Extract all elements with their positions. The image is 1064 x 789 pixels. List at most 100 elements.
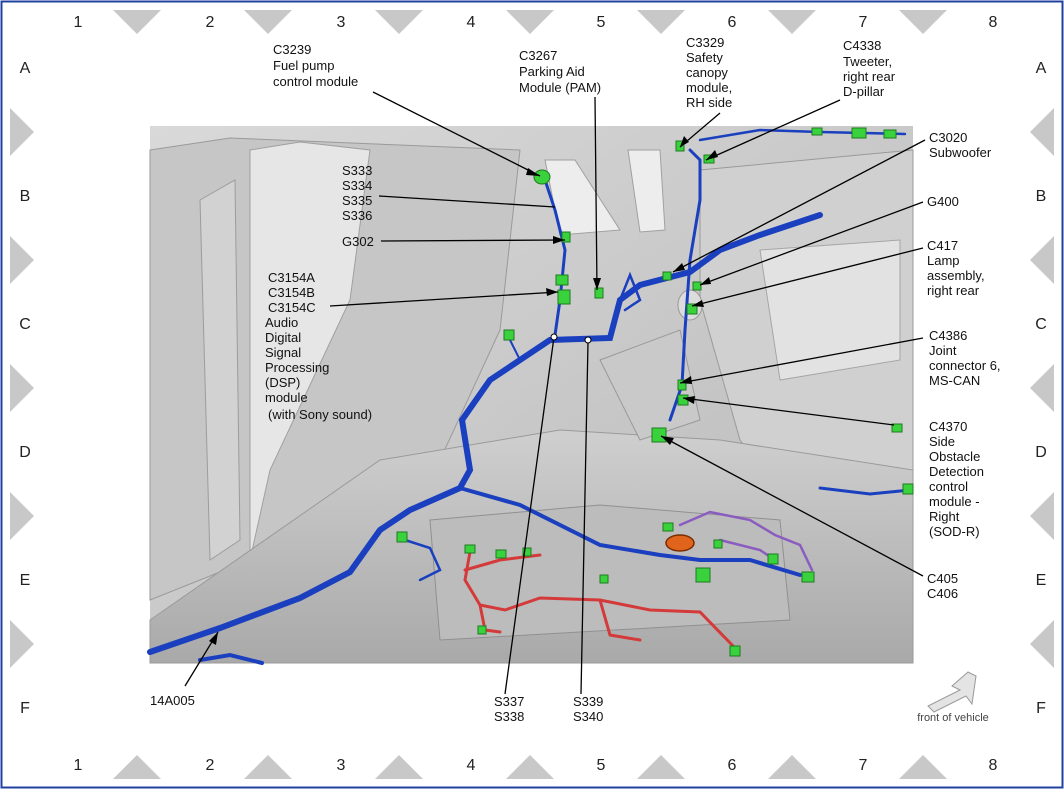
- callout-c4386: C4386 Joint connector 6, MS-CAN: [929, 328, 1004, 388]
- callout-c3267: C3267 Parking Aid Module (PAM): [519, 48, 601, 95]
- row-label: D: [1035, 444, 1047, 461]
- callout-line: Processing: [265, 360, 329, 375]
- callout-line: C3154B: [268, 285, 315, 300]
- callout-c417: C417 Lamp assembly, right rear: [927, 238, 988, 298]
- callout-line: connector 6,: [929, 358, 1001, 373]
- column-label: 6: [728, 757, 737, 774]
- callout-line: C405: [927, 571, 958, 586]
- row-label: F: [20, 700, 30, 717]
- callout-c4370: C4370 Side Obstacle Detection control mo…: [929, 419, 988, 539]
- front-arrow-icon: [927, 671, 977, 713]
- callout-line: module,: [686, 80, 732, 95]
- callout-line: RH side: [686, 95, 732, 110]
- column-label: 1: [74, 14, 83, 31]
- callout-line: S336: [342, 208, 372, 223]
- wiring-harness-main: [147, 128, 912, 665]
- callout-line: Digital: [265, 330, 301, 345]
- callout-line: Obstacle: [929, 449, 980, 464]
- column-labels-top: 1 2 3 4 5 6 7 8: [74, 14, 998, 31]
- callout-splices-s333-s336: S333 S334 S335 S336: [342, 163, 376, 223]
- column-label: 2: [206, 14, 215, 31]
- callout-14a005: 14A005: [150, 693, 195, 708]
- callout-c3020: C3020 Subwoofer: [929, 130, 992, 160]
- column-label: 5: [597, 757, 606, 774]
- callout-line: G400: [927, 194, 959, 209]
- column-label: 5: [597, 14, 606, 31]
- callout-line: S334: [342, 178, 372, 193]
- callout-line: C3154C: [268, 300, 316, 315]
- row-label: D: [19, 444, 31, 461]
- callout-line: module -: [929, 494, 980, 509]
- column-label: 3: [337, 757, 346, 774]
- callout-dsp-note: (with Sony sound): [268, 407, 372, 422]
- callout-line: C406: [927, 586, 958, 601]
- callout-line: C3329: [686, 35, 724, 50]
- callout-line: right rear: [843, 69, 896, 84]
- column-label: 7: [859, 14, 868, 31]
- callout-line: D-pillar: [843, 84, 885, 99]
- column-label: 6: [728, 14, 737, 31]
- callout-line: Signal: [265, 345, 301, 360]
- connector-markers: [396, 127, 914, 657]
- callout-line: Audio: [265, 315, 298, 330]
- callout-c3329: C3329 Safety canopy module, RH side: [686, 35, 736, 110]
- callout-line: 14A005: [150, 693, 195, 708]
- row-label: C: [1035, 316, 1047, 333]
- column-labels-bottom: 1 2 3 4 5 6 7 8: [74, 757, 998, 774]
- vehicle-body-illustration: [149, 126, 914, 664]
- row-label: B: [1036, 188, 1047, 205]
- harness-grommet: [665, 534, 695, 552]
- callout-line: Parking Aid: [519, 64, 585, 79]
- callout-line: Lamp: [927, 253, 960, 268]
- callout-s337-s338: S337 S338: [494, 694, 528, 724]
- callout-line: Detection: [929, 464, 984, 479]
- leader-arrowheads: [209, 136, 718, 645]
- callout-line: C4370: [929, 419, 967, 434]
- frame-markers: [10, 10, 1054, 779]
- callout-line: Tweeter,: [843, 54, 892, 69]
- callout-line: Safety: [686, 50, 723, 65]
- callout-line: C3267: [519, 48, 557, 63]
- callout-g400: G400: [927, 194, 959, 209]
- callout-line: S333: [342, 163, 372, 178]
- callout-line: S340: [573, 709, 603, 724]
- callout-c3239: C3239 Fuel pump control module: [273, 42, 358, 89]
- callout-line: MS-CAN: [929, 373, 980, 388]
- callout-line: Joint: [929, 343, 957, 358]
- callout-line: Side: [929, 434, 955, 449]
- callout-line: S338: [494, 709, 524, 724]
- callout-line: module: [265, 390, 308, 405]
- column-label: 3: [337, 14, 346, 31]
- column-label: 8: [989, 757, 998, 774]
- row-label: A: [20, 60, 31, 77]
- row-label: F: [1036, 700, 1046, 717]
- row-labels-left: A B C D E F: [19, 60, 31, 717]
- callout-line: Fuel pump: [273, 58, 334, 73]
- callout-line: Module (PAM): [519, 80, 601, 95]
- callout-line: S339: [573, 694, 603, 709]
- row-labels-right: A B C D E F: [1035, 60, 1047, 717]
- callout-line: C3239: [273, 42, 311, 57]
- callout-line: assembly,: [927, 268, 985, 283]
- callout-line: Right: [929, 509, 960, 524]
- row-label: C: [19, 316, 31, 333]
- callout-line: S337: [494, 694, 524, 709]
- callout-line: Subwoofer: [929, 145, 992, 160]
- column-label: 8: [989, 14, 998, 31]
- front-of-vehicle-indicator: front of vehicle: [917, 671, 989, 724]
- callout-line: C3020: [929, 130, 967, 145]
- column-label: 7: [859, 757, 868, 774]
- column-label: 4: [467, 14, 476, 31]
- callout-line: G302: [342, 234, 374, 249]
- callout-leader-lines: [184, 91, 926, 695]
- splice-marker: [584, 336, 592, 344]
- column-label: 2: [206, 757, 215, 774]
- callout-dsp-module: C3154A C3154B C3154C Audio Digital Signa…: [265, 270, 333, 405]
- callout-line: canopy: [686, 65, 728, 80]
- callout-line: C417: [927, 238, 958, 253]
- callout-s339-s340: S339 S340: [573, 694, 607, 724]
- callout-line: (SOD-R): [929, 524, 980, 539]
- splice-marker: [550, 333, 558, 341]
